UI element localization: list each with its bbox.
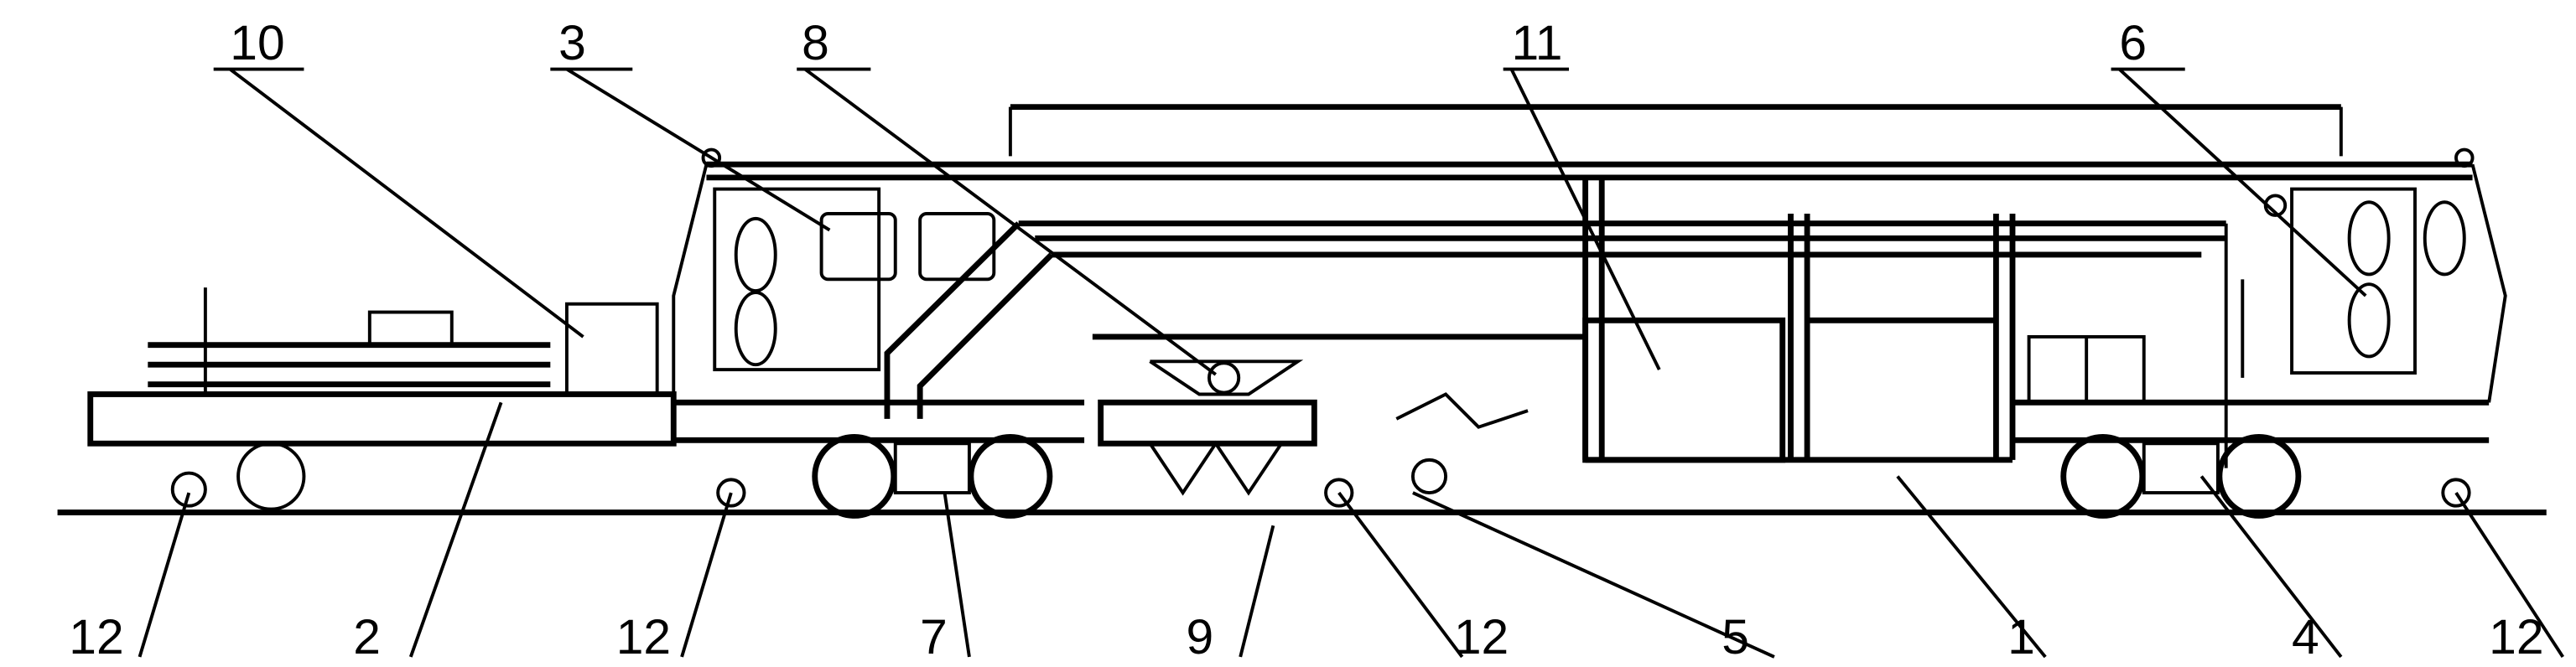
label-12-d: 12	[2489, 610, 2543, 664]
label-6: 6	[2119, 16, 2147, 70]
flat-car	[87, 287, 677, 511]
label-10: 10	[230, 16, 284, 70]
leader-lines	[138, 67, 2564, 659]
work-devices	[716, 359, 2471, 508]
bogie-front	[812, 434, 1053, 519]
label-1: 1	[2007, 610, 2035, 664]
label-12-b: 12	[616, 610, 671, 664]
label-7: 7	[920, 610, 948, 664]
bogie-rear	[2060, 434, 2302, 519]
label-12-c: 12	[1454, 610, 1509, 664]
label-8: 8	[802, 16, 829, 70]
label-9: 9	[1187, 610, 1214, 664]
label-4: 4	[2292, 610, 2319, 664]
main-car-body	[672, 104, 2507, 468]
label-12-a: 12	[69, 610, 123, 664]
label-5: 5	[1722, 610, 1749, 664]
label-3: 3	[558, 16, 586, 70]
label-11: 11	[1511, 16, 1562, 70]
label-2: 2	[353, 610, 381, 664]
